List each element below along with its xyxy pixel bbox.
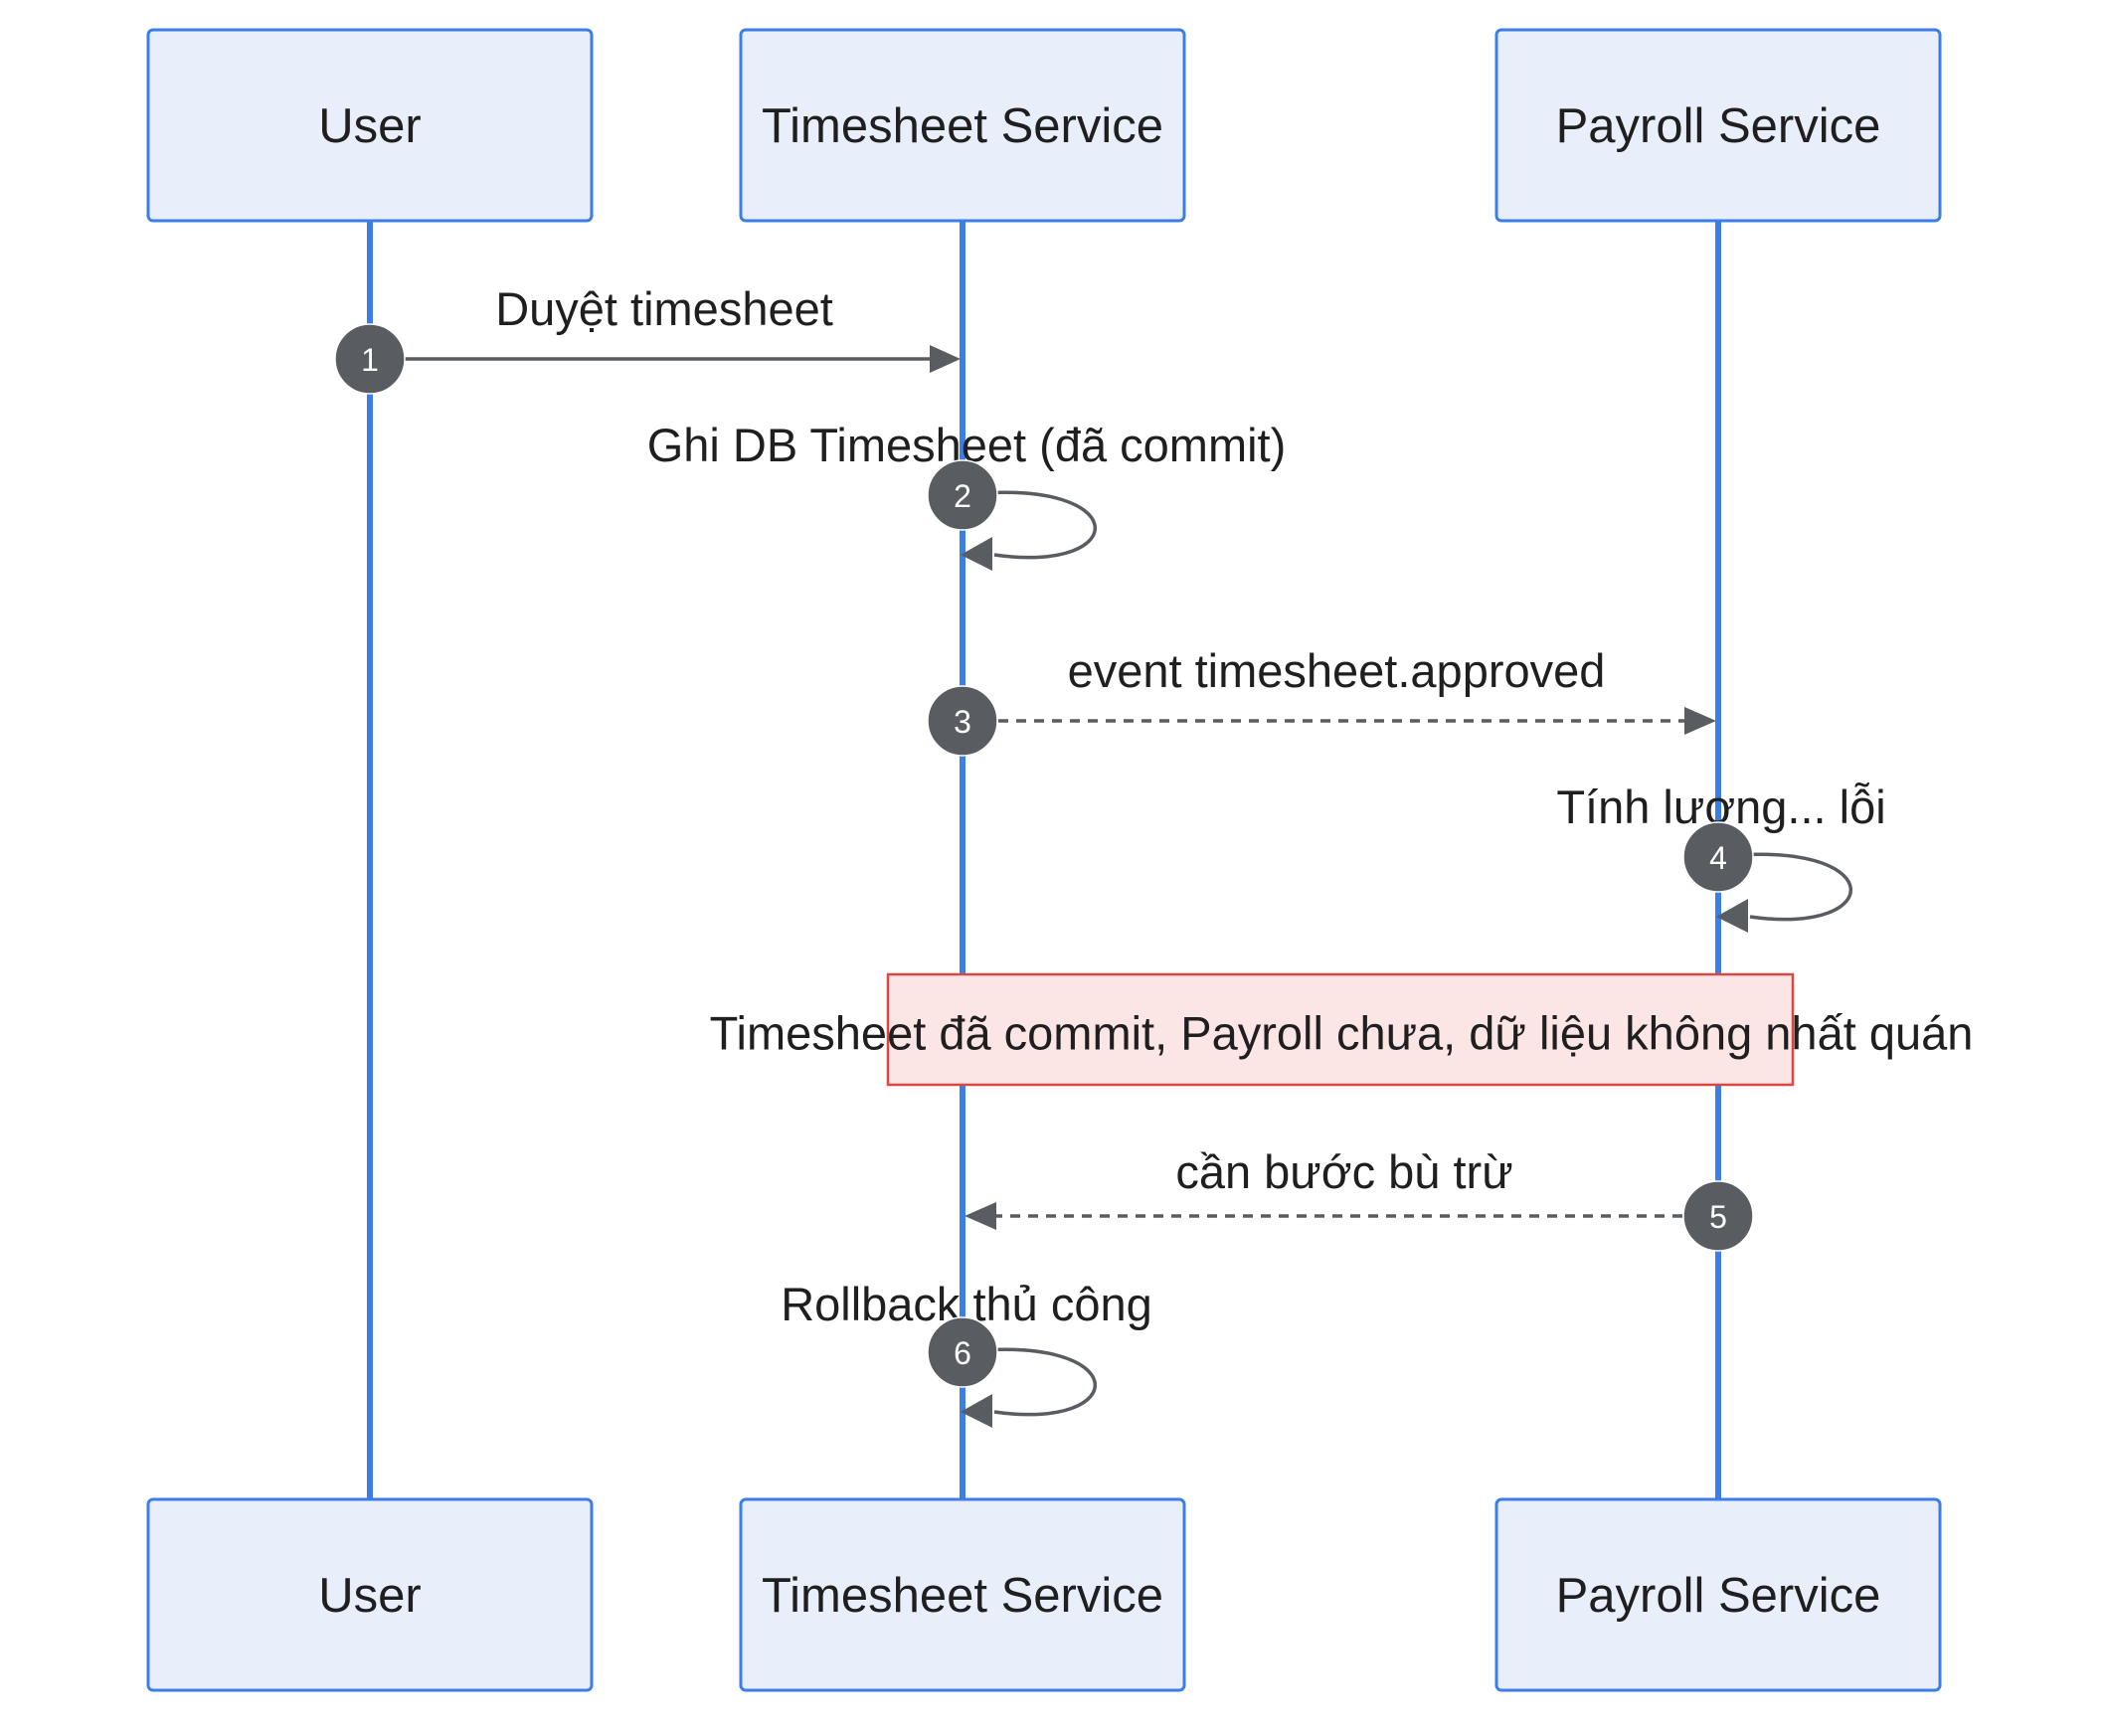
participant-label: Payroll Service <box>1556 1569 1881 1623</box>
participant-label: Timesheet Service <box>762 99 1163 153</box>
note: Timesheet đã commit, Payroll chưa, dữ li… <box>710 972 1974 1087</box>
sequence-number-badge <box>927 1316 998 1388</box>
self-call-loop <box>962 1347 1098 1417</box>
sequence-number-badge <box>334 323 406 395</box>
arrowhead-icon <box>930 345 961 373</box>
message-1: Duyệt timesheet 1 <box>334 282 961 395</box>
sequence-number-badge <box>1682 1180 1754 1252</box>
sequence-number: 5 <box>1709 1199 1727 1235</box>
message-3: event timesheet.approved 3 <box>927 644 1716 757</box>
arrowhead-icon <box>965 1202 996 1230</box>
message-2: Ghi DB Timesheet (đã commit) 2 <box>647 419 1286 571</box>
message-4: Tính lương... lỗi 4 <box>1556 781 1886 933</box>
message-label: cần bước bù trừ <box>1175 1145 1512 1198</box>
participant-user-bottom: User <box>146 1497 594 1692</box>
note-text: Timesheet đã commit, Payroll chưa, dữ li… <box>710 1007 1974 1060</box>
sequence-number: 3 <box>954 704 971 740</box>
participant-timesheet-service-top: Timesheet Service <box>739 28 1186 223</box>
message-5: cần bước bù trừ 5 <box>965 1145 1754 1252</box>
participant-payroll-service-top: Payroll Service <box>1494 28 1942 223</box>
arrowhead-icon <box>1716 899 1748 933</box>
arrowhead-icon <box>961 537 992 571</box>
sequence-number: 6 <box>954 1335 971 1371</box>
sequence-number: 1 <box>361 342 379 378</box>
sequence-number-badge <box>1682 821 1754 893</box>
sequence-number-badge <box>927 685 998 757</box>
participant-label: User <box>318 99 421 153</box>
participant-label: Timesheet Service <box>762 1569 1163 1623</box>
arrowhead-icon <box>961 1394 992 1428</box>
participant-label: Payroll Service <box>1556 99 1881 153</box>
note-box <box>886 972 1795 1087</box>
message-label: Duyệt timesheet <box>495 282 833 335</box>
participant-label: User <box>318 1569 421 1623</box>
sequence-number: 2 <box>954 478 971 514</box>
sequence-number: 4 <box>1709 840 1727 876</box>
arrowhead-icon <box>1684 707 1716 735</box>
participant-user-top: User <box>146 28 594 223</box>
message-6: Rollback thủ công 6 <box>781 1278 1152 1428</box>
self-call-loop <box>962 490 1098 560</box>
participant-timesheet-service-bottom: Timesheet Service <box>739 1497 1186 1692</box>
sequence-number-badge <box>927 459 998 531</box>
participant-payroll-service-bottom: Payroll Service <box>1494 1497 1942 1692</box>
self-call-loop <box>1717 852 1853 922</box>
message-label: event timesheet.approved <box>1068 644 1606 697</box>
